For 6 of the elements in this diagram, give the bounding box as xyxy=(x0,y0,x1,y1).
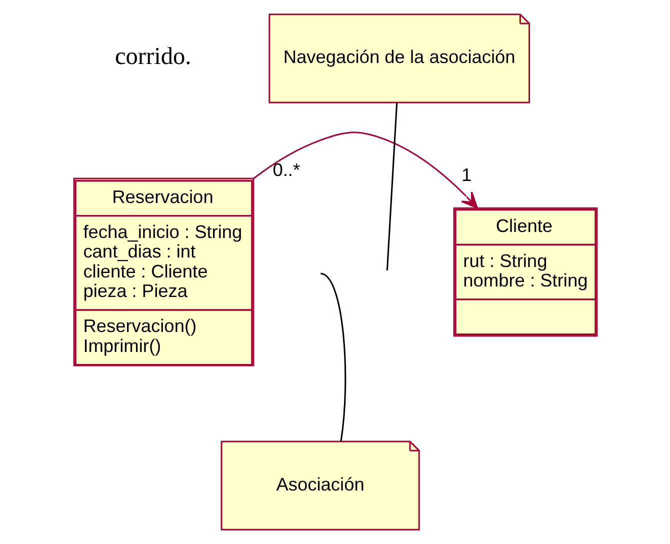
label: 0..* xyxy=(272,159,300,180)
label: corrido. xyxy=(114,43,191,70)
label: 1 xyxy=(461,164,472,185)
connector xyxy=(386,102,398,270)
arrow xyxy=(252,132,478,209)
connector xyxy=(320,272,346,442)
